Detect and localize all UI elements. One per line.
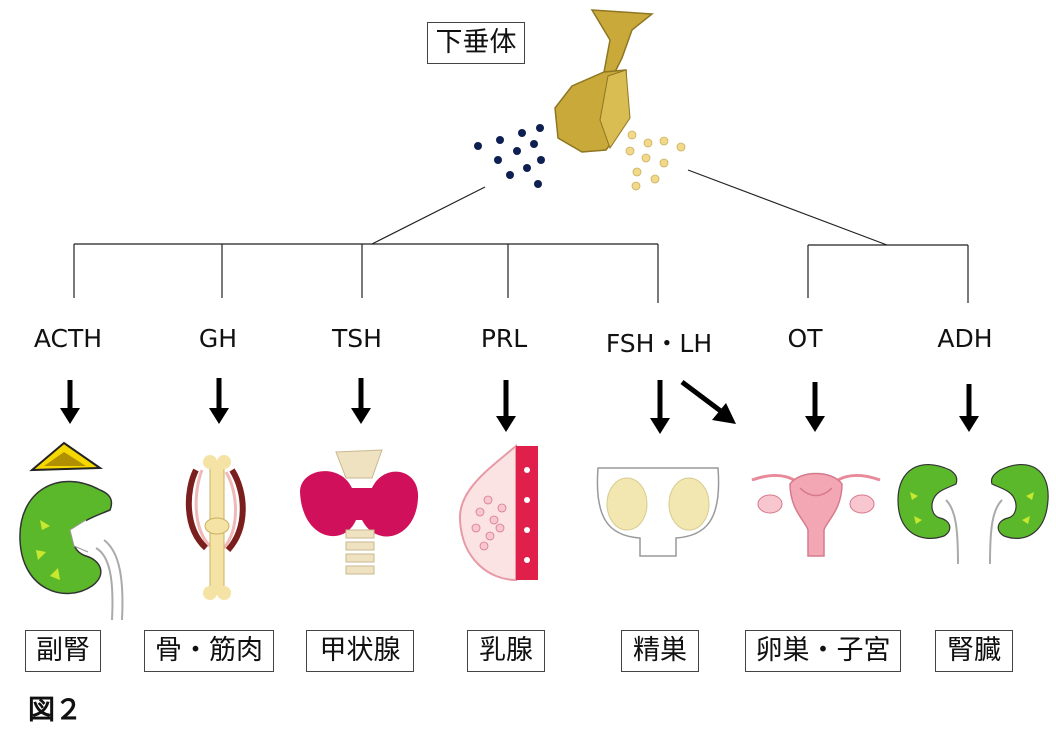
tree-lines [73, 169, 969, 303]
target-label-testis: 精巣 [621, 630, 699, 672]
kidneys-icon [897, 464, 1049, 565]
figure-label: 図２ [28, 695, 82, 726]
arrow-adh [959, 384, 979, 432]
mammary-gland-icon [458, 443, 538, 582]
hormone-label-gh: GH [198, 324, 238, 353]
hormone-label-fsh-lh: FSH・LH [605, 329, 713, 358]
adrenal-kidney-icon [19, 441, 124, 621]
target-label-kidney: 腎臓 [935, 630, 1013, 672]
target-label-bone-muscle: 骨・筋肉 [144, 630, 274, 672]
ovary-uterus-icon [751, 472, 881, 557]
pituitary-label: 下垂体 [427, 22, 525, 64]
arrow-gh [209, 378, 229, 424]
hormone-label-ot: OT [787, 324, 823, 353]
arrow-acth [60, 380, 80, 424]
arrow-ot [805, 382, 825, 432]
target-label-mammary: 乳腺 [467, 630, 545, 672]
arrow-prl [496, 380, 516, 432]
hormone-label-adh: ADH [937, 324, 993, 353]
hormone-label-acth: ACTH [33, 324, 103, 353]
dark-granules [474, 124, 545, 188]
arrow-fsh-lh-testis [650, 380, 670, 434]
testis-icon [596, 467, 720, 557]
target-label-thyroid: 甲状腺 [306, 630, 414, 672]
target-label-ovary-uterus: 卵巣・子宮 [745, 630, 901, 672]
target-label-adrenal: 副腎 [25, 630, 101, 672]
arrows [60, 378, 979, 434]
light-granules [625, 130, 686, 191]
arrow-fsh-lh-ovary [680, 380, 736, 424]
bone-muscle-icon [185, 455, 246, 600]
hormone-label-tsh: TSH [332, 324, 382, 353]
arrow-tsh [351, 378, 371, 424]
thyroid-icon [300, 449, 419, 575]
hormone-label-prl: PRL [480, 324, 528, 353]
pituitary-gland-icon [554, 9, 654, 153]
